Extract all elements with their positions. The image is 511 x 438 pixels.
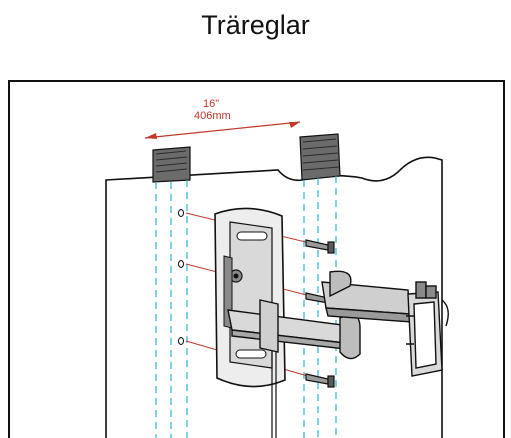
- installation-diagram: 16" 406mm: [8, 80, 505, 438]
- stud-spacing-inches: 16": [203, 98, 220, 110]
- stud-spacing-dimension: [144, 121, 301, 139]
- page-title: Träreglar: [201, 10, 310, 40]
- vesa-bracket-icon: [406, 281, 449, 377]
- wooden-stud-right: [299, 133, 341, 181]
- diagram-svg: [105, 121, 449, 438]
- wall-plate-icon: [214, 207, 286, 388]
- wooden-stud-left: [152, 146, 191, 183]
- stud-spacing-mm: 406mm: [194, 110, 231, 122]
- swing-arm-icon: [227, 270, 413, 438]
- pilot-holes: [178, 209, 184, 345]
